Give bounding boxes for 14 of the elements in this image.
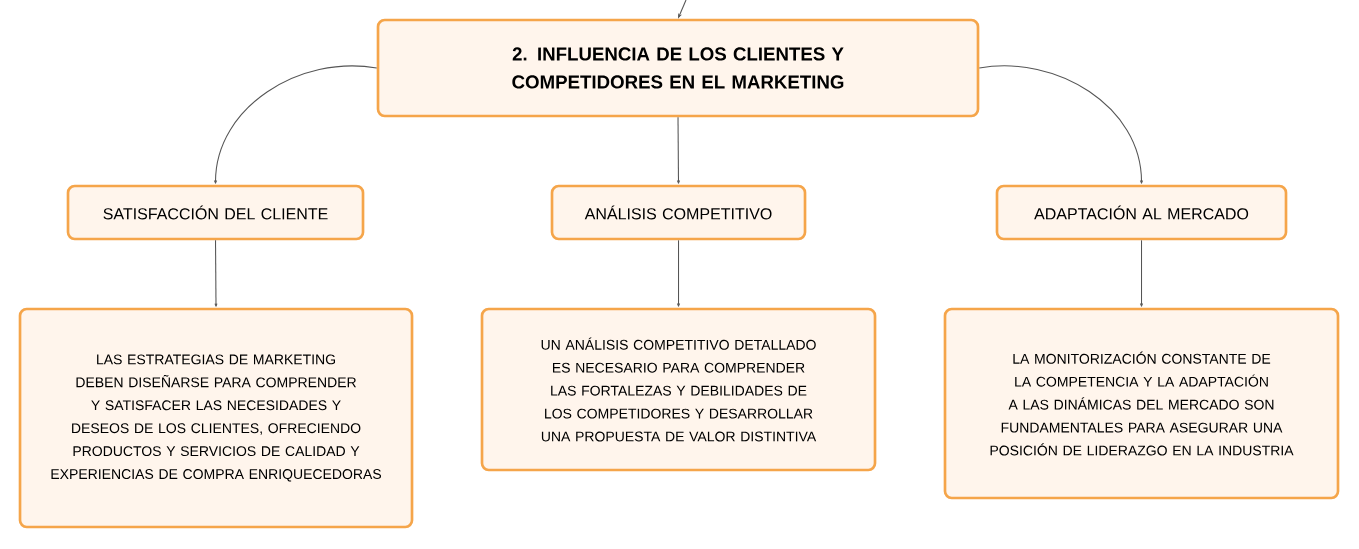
arrow (214, 239, 218, 307)
description-box: UN ANÁLISIS COMPETITIVO DETALLADO ES NECESARIO PARA COMPRENDER LAS FORTALEZAS Y DEBILIDADES DE LOS COMPETIDORES Y DESARROLLAR UNA PROPUESTA DE VALOR DISTINTIVA (480, 307, 877, 472)
arrow (978, 65, 1143, 184)
topic-box: ANÁLISIS COMPETITIVO (550, 184, 807, 241)
root-box: 2. INFLUENCIA DE LOS CLIENTES Y COMPETIDORES EN EL MARKETING (376, 18, 980, 118)
arrow (677, 116, 680, 184)
arrow (214, 65, 378, 184)
description-box: LAS ESTRATEGIAS DE MARKETING DEBEN DISEÑARSE PARA COMPRENDER Y SATISFACER LAS NECESIDADES Y DESEOS DE LOS CLIENTES, OFRECIENDO PRODUCTOS Y SERVICIOS DE CALIDAD Y EXPERIENCIAS DE COMPRA ENRIQUECEDORAS (18, 307, 414, 529)
arrow (678, 0, 687, 18)
topic-box: ADAPTACIÓN AL MERCADO (995, 184, 1288, 241)
arrow (1140, 239, 1143, 307)
arrow (677, 239, 680, 307)
topic-box: SATISFACCIÓN DEL CLIENTE (66, 184, 365, 241)
description-box: LA MONITORIZACIÓN CONSTANTE DE LA COMPETENCIA Y LA ADAPTACIÓN A LAS DINÁMICAS DEL MERCADO SON FUNDAMENTALES PARA ASEGURAR UNA POSICIÓN DE LIDERAZGO EN LA INDUSTRIA (943, 307, 1340, 500)
